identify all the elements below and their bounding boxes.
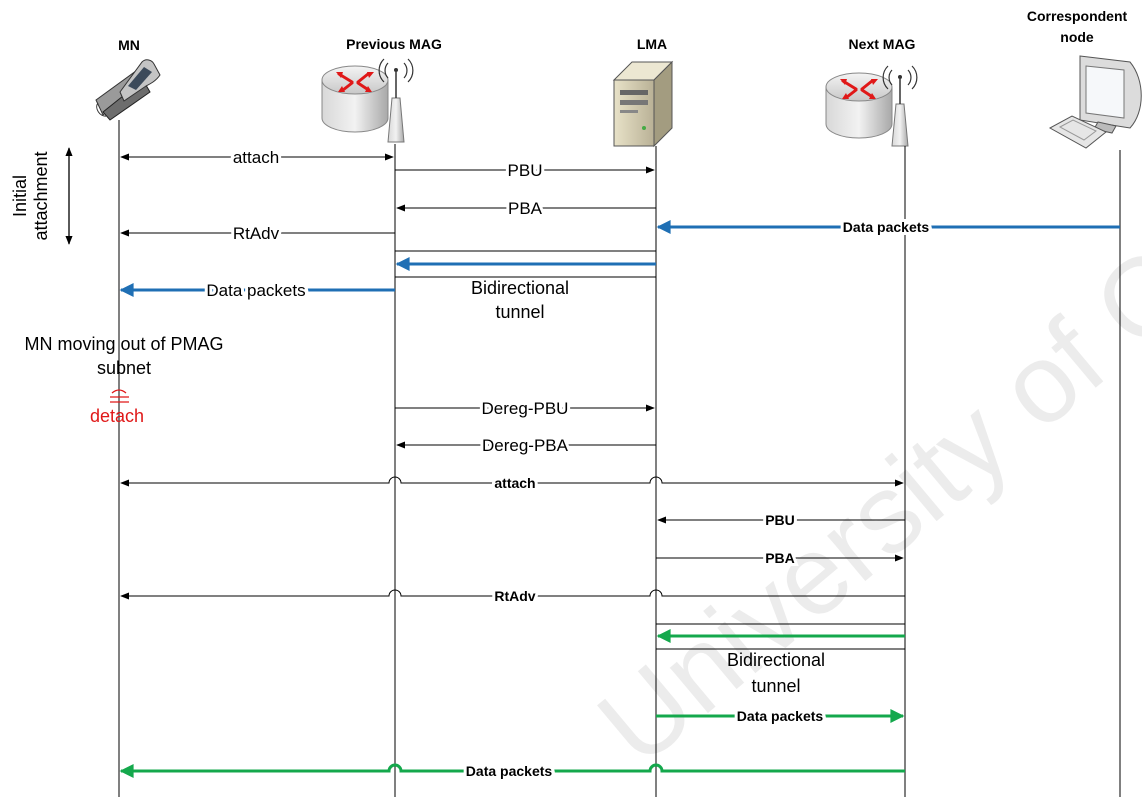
msg-dereg-pba: Dereg-PBA [482, 436, 569, 455]
msg-data-cn-to-lma: Data packets [843, 219, 930, 235]
msg-data-pmag-to-mn: Data packets [206, 281, 305, 300]
arrow-attach-next [120, 476, 904, 487]
note-moving-line1: MN moving out of PMAG [24, 334, 223, 354]
node-label-previous-mag: Previous MAG [346, 36, 442, 52]
tunnel1-label-line2: tunnel [495, 302, 544, 322]
tunnel2-label-line2: tunnel [751, 676, 800, 696]
tunnel2-label-line1: Bidirectional [727, 650, 825, 670]
msg-data-nmag-to-mn: Data packets [466, 763, 553, 779]
node-label-next-mag: Next MAG [849, 36, 916, 52]
msg-rtadv-next: RtAdv [494, 588, 535, 604]
msg-attach-initial: attach [233, 148, 279, 167]
msg-pbu-initial: PBU [508, 161, 543, 180]
node-label-correspondent-line1: Correspondent [1027, 8, 1128, 24]
wireless-router-icon [825, 65, 918, 147]
initial-attachment-line2: attachment [31, 151, 51, 240]
wireless-router-icon [321, 58, 414, 143]
msg-pba-initial: PBA [508, 199, 543, 218]
server-icon [612, 60, 674, 148]
node-label-correspondent-line2: node [1060, 29, 1094, 45]
msg-dereg-pbu: Dereg-PBU [482, 399, 569, 418]
arrow-rtadv-next [120, 589, 905, 600]
msg-attach-next: attach [494, 475, 535, 491]
msg-rtadv-initial: RtAdv [233, 224, 280, 243]
desktop-computer-icon [1048, 55, 1142, 149]
msg-pba-next: PBA [765, 550, 795, 566]
initial-attachment-line1: Initial [10, 175, 30, 217]
detach-break-icon [110, 389, 129, 403]
mobile-phone-icon [95, 59, 161, 121]
msg-data-lma-to-nmag: Data packets [737, 708, 824, 724]
msg-pbu-next: PBU [765, 512, 795, 528]
arrow-data-nmag-to-mn [119, 763, 905, 778]
node-label-lma: LMA [637, 36, 667, 52]
detach-label: detach [90, 406, 144, 426]
tunnel1-label-line1: Bidirectional [471, 278, 569, 298]
note-moving-line2: subnet [97, 358, 151, 378]
node-label-mn: MN [118, 37, 140, 53]
